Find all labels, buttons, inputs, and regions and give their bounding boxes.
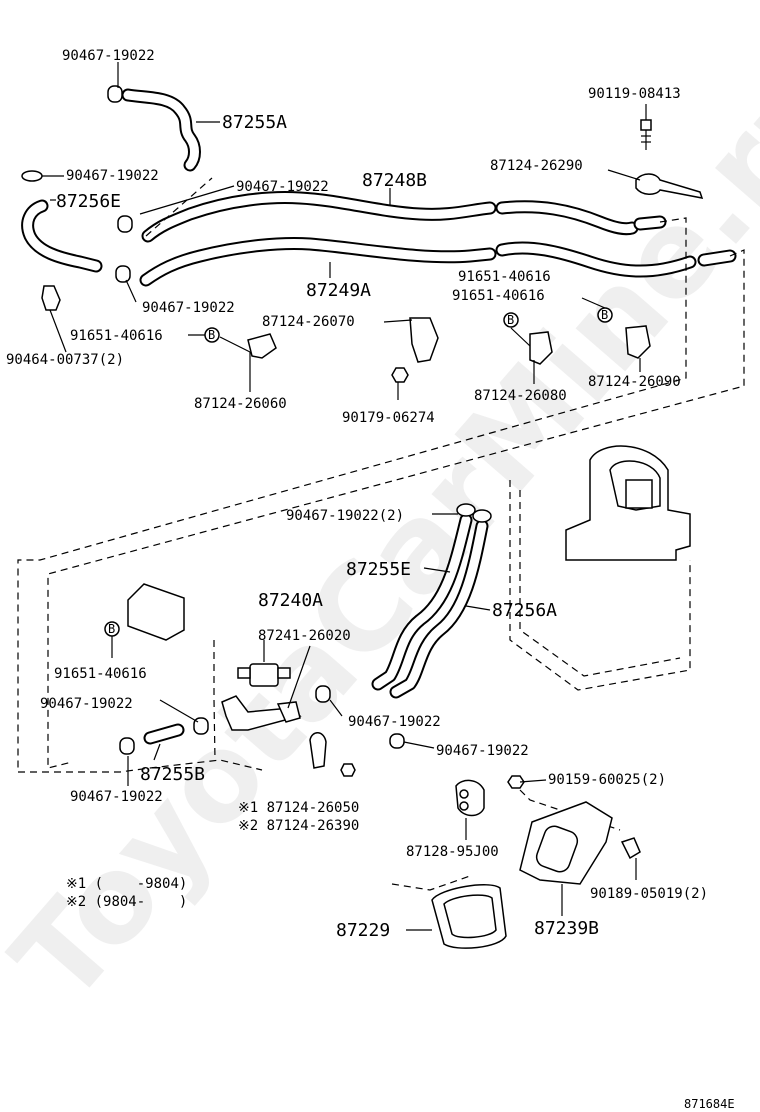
clamp-bracket-icon: [635, 173, 704, 199]
label-87229: 87229: [336, 920, 390, 941]
label-90467-19022: 90467-19022: [236, 179, 329, 195]
leader-lines: [42, 62, 647, 931]
small-clip-icon: [21, 170, 43, 182]
clamp-icon: [107, 85, 123, 103]
label-87124-26080: 87124-26080: [474, 388, 567, 404]
seal-87239B[interactable]: [519, 801, 613, 885]
clip-icon: [309, 732, 356, 777]
label-90467-19022: 90467-19022: [70, 789, 163, 805]
label-91651-40616: 91651-40616: [458, 269, 551, 285]
clamp-icon: [119, 503, 492, 755]
screw-icon: [507, 775, 525, 789]
label-91651-40616: 91651-40616: [54, 666, 147, 682]
clamp-icon: [115, 215, 133, 283]
svg-text:B: B: [601, 308, 608, 322]
hose-87256E[interactable]: [21, 199, 103, 273]
label-87249A: 87249A: [306, 280, 371, 301]
label-90467-19022: 90467-19022: [62, 48, 155, 64]
label-87240A: 87240A: [258, 590, 323, 611]
pipe-87248B[interactable]: [141, 191, 667, 243]
label-87255E: 87255E: [346, 559, 411, 580]
label-87124-26390: ※2 87124-26390: [238, 818, 359, 834]
label-90467-19022: 90467-19022: [436, 743, 529, 759]
label-90467-19022: 90467-19022: [142, 300, 235, 316]
label-90119-08413: 90119-08413: [588, 86, 681, 102]
label-90467-19022: 90467-19022(2): [286, 508, 404, 524]
part-labels: 90467-19022 87255A 90467-19022 87256E 90…: [6, 48, 708, 941]
assembly-outline: [17, 177, 745, 891]
label-87124-26090: 87124-26090: [588, 374, 681, 390]
connector-87128-95J00[interactable]: [455, 779, 485, 817]
label-90467-19022: 90467-19022: [40, 696, 133, 712]
label-91651-40616: 91651-40616: [70, 328, 163, 344]
bolt-icon: [640, 119, 652, 150]
label-87255A: 87255A: [222, 112, 287, 133]
label-90464-00737: 90464-00737(2): [6, 352, 124, 368]
label-90467-19022: 90467-19022: [66, 168, 159, 184]
water-valve-87240A[interactable]: [237, 663, 291, 687]
label-87256A: 87256A: [492, 600, 557, 621]
label-90189-05019: 90189-05019(2): [590, 886, 708, 902]
label-90179-06274: 90179-06274: [342, 410, 435, 426]
bracket-icon: [41, 285, 61, 311]
nut-icon: [391, 367, 409, 383]
svg-text:B: B: [108, 622, 115, 636]
frame-87229[interactable]: [431, 884, 507, 949]
label-87239B: 87239B: [534, 918, 599, 939]
label-87124-26290: 87124-26290: [490, 158, 583, 174]
footnotes: ※1 ( -9804) ※2 (9804- ): [66, 876, 187, 910]
label-90159-60025: 90159-60025(2): [548, 772, 666, 788]
label-87241-26020: 87241-26020: [258, 628, 351, 644]
diagram-code: 871684E: [684, 1097, 735, 1111]
pipe-87249A[interactable]: [139, 237, 737, 287]
svg-text:B: B: [208, 328, 215, 342]
label-87255B: 87255B: [140, 764, 205, 785]
label-87124-26050: ※1 87124-26050: [238, 800, 359, 816]
note-1: ※1 ( -9804): [66, 876, 187, 892]
screw-icon: [620, 837, 641, 860]
clamp-bracket-icon: [247, 317, 651, 365]
label-87128-95J00: 87128-95J00: [406, 844, 499, 860]
note-2: ※2 (9804- ): [66, 894, 187, 910]
label-91651-40616: 91651-40616: [452, 288, 545, 304]
label-87124-26060: 87124-26060: [194, 396, 287, 412]
svg-text:B: B: [507, 313, 514, 327]
heater-unit: [565, 445, 691, 561]
valve-bracket: [221, 695, 302, 731]
label-87248B: 87248B: [362, 170, 427, 191]
hose-87255B[interactable]: [143, 723, 185, 745]
hose-87255A[interactable]: [121, 88, 201, 172]
hose-87255E[interactable]: [371, 513, 473, 691]
label-87256E: 87256E: [56, 191, 121, 212]
label-87124-26070: 87124-26070: [262, 314, 355, 330]
grommet-outline: [127, 583, 185, 641]
hose-87256A[interactable]: [389, 519, 489, 699]
label-90467-19022: 90467-19022: [348, 714, 441, 730]
